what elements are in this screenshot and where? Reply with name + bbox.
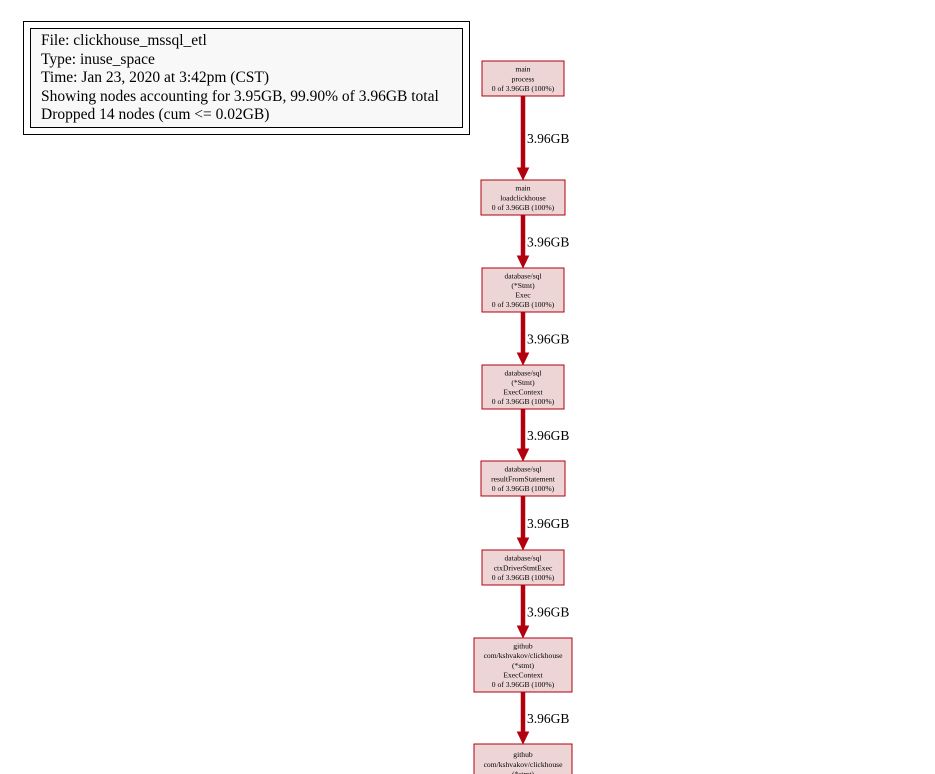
node-label-line: (*stmt) xyxy=(512,661,534,670)
edge-sql-stmt-execcontext-to-sql-resultfromstatement: 3.96GB xyxy=(516,409,569,462)
legend-dropped: Dropped 14 nodes (cum <= 0.02GB) xyxy=(41,106,270,124)
node-box xyxy=(480,179,566,216)
edge-label: 3.96GB xyxy=(527,131,569,146)
node-box xyxy=(481,549,565,586)
edge-sql-ctxdriverstmtexec-to-clickhouse-stmt-execcontext: 3.96GB xyxy=(516,585,569,639)
edge-arrowhead xyxy=(516,731,530,745)
node-label-line: main xyxy=(515,184,530,193)
node-box xyxy=(480,460,566,497)
edge-label: 3.96GB xyxy=(527,235,569,250)
edge-label: 3.96GB xyxy=(527,711,569,726)
node-label-line: database/sql xyxy=(504,465,541,474)
node-label-line: github xyxy=(513,642,533,651)
node-label-line: process xyxy=(512,74,535,83)
legend-inner-box: File: clickhouse_mssql_etl Type: inuse_s… xyxy=(30,28,463,128)
node-label-line: database/sql xyxy=(504,271,541,280)
legend-type: Type: inuse_space xyxy=(41,50,155,68)
node-label-line: github xyxy=(513,750,533,759)
node-label-line: loadclickhouse xyxy=(500,193,546,202)
node-label-line: database/sql xyxy=(504,554,541,563)
node-label-line: Exec xyxy=(515,291,531,300)
legend-time: Time: Jan 23, 2020 at 3:42pm (CST) xyxy=(41,69,270,87)
node-label-line: 0 of 3.96GB (100%) xyxy=(492,397,555,406)
legend-file: File: clickhouse_mssql_etl xyxy=(41,32,207,49)
node-clickhouse-stmt-execcontext[interactable]: githubcom/kshvakov/clickhouse(*stmt)Exec… xyxy=(473,637,573,693)
legend-box: File: clickhouse_mssql_etl Type: inuse_s… xyxy=(23,21,470,135)
node-label-line: 0 of 3.96GB (100%) xyxy=(492,203,555,212)
edge-clickhouse-stmt-execcontext-to-clickhouse-stmt-next: 3.96GB xyxy=(516,692,569,745)
node-label-line: ExecContext xyxy=(503,670,543,679)
node-label-line: 0 of 3.96GB (100%) xyxy=(492,84,555,93)
node-label-line: 0 of 3.96GB (100%) xyxy=(492,573,555,582)
node-label-line: com/kshvakov/clickhouse xyxy=(484,760,564,769)
node-box xyxy=(481,364,565,410)
edge-arrowhead xyxy=(516,167,530,181)
node-label-line: com/kshvakov/clickhouse xyxy=(484,651,564,660)
node-label-line: (*stmt) xyxy=(512,769,534,774)
node-label-line: (*Stmt) xyxy=(511,281,535,290)
legend-showing: Showing nodes accounting for 3.95GB, 99.… xyxy=(41,87,439,105)
node-label-line: 0 of 3.96GB (100%) xyxy=(492,484,555,493)
node-label-line: (*Stmt) xyxy=(511,378,535,387)
node-box xyxy=(481,267,565,313)
edge-label: 3.96GB xyxy=(527,332,569,347)
node-box xyxy=(481,60,565,97)
node-label-line: ctxDriverStmtExec xyxy=(494,563,553,572)
edge-main-process-to-main-loadclickhouse: 3.96GB xyxy=(516,96,569,181)
edge-arrowhead xyxy=(516,537,530,551)
edge-label: 3.96GB xyxy=(527,605,569,620)
node-label-line: main xyxy=(515,65,530,74)
node-label-line: 0 of 3.96GB (100%) xyxy=(492,680,555,689)
node-label-line: database/sql xyxy=(504,368,541,377)
edge-arrowhead xyxy=(516,352,530,366)
node-box xyxy=(473,743,573,774)
edge-sql-stmt-exec-to-sql-stmt-execcontext: 3.96GB xyxy=(516,312,569,366)
node-label-line: 0 of 3.96GB (100%) xyxy=(492,300,555,309)
edge-arrowhead xyxy=(516,255,530,269)
edge-arrowhead xyxy=(516,625,530,639)
edge-label: 3.96GB xyxy=(527,428,569,443)
edge-main-loadclickhouse-to-sql-stmt-exec: 3.96GB xyxy=(516,215,569,269)
node-label-line: resultFromStatement xyxy=(491,474,556,483)
edge-label: 3.96GB xyxy=(527,516,569,531)
edge-arrowhead xyxy=(516,448,530,462)
node-box xyxy=(473,637,573,693)
node-label-line: ExecContext xyxy=(503,388,543,397)
edge-sql-resultfromstatement-to-sql-ctxdriverstmtexec: 3.96GB xyxy=(516,496,569,551)
